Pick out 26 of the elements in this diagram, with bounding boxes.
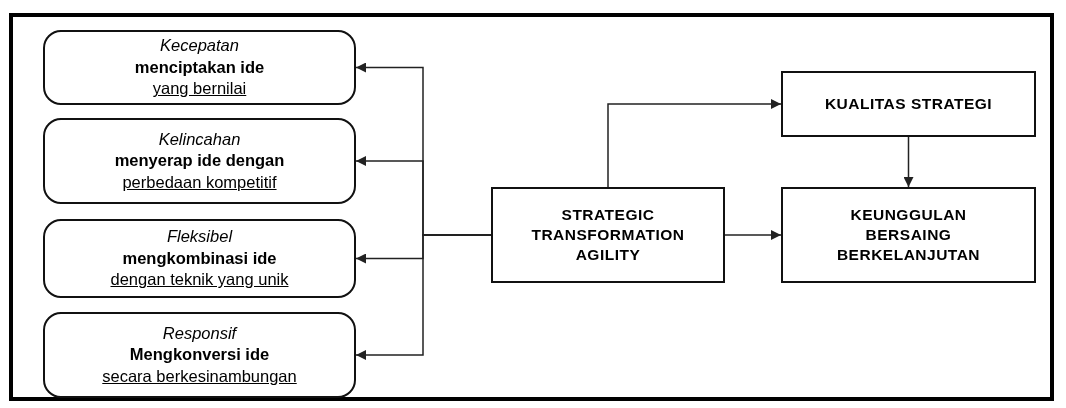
concept-label: KEUNGGULAN BERSAING BERKELANJUTAN: [835, 204, 982, 266]
attribute-action: menciptakan ide: [134, 56, 265, 78]
attribute-detail: perbedaan kompetitif: [122, 171, 277, 193]
attribute-heading: Fleksibel: [166, 226, 233, 248]
attribute-detail: dengan teknik yang unik: [110, 269, 289, 291]
concept-box: [781, 187, 1036, 283]
attribute-action: mengkombinasi ide: [122, 247, 277, 269]
attribute-heading: Kelincahan: [158, 128, 241, 150]
arrow: [355, 234, 492, 360]
attribute-box: [43, 30, 356, 105]
attribute-box: [43, 219, 356, 298]
concept-box: [491, 187, 725, 283]
arrow: [903, 136, 914, 188]
attribute-heading: Responsif: [162, 322, 237, 344]
attribute-detail: yang bernilai: [152, 78, 247, 100]
concept-label: KUALITAS STRATEGI: [824, 93, 993, 114]
attribute-action: Mengkonversi ide: [129, 344, 270, 366]
attribute-heading: Kecepatan: [160, 35, 239, 57]
arrow: [607, 99, 782, 188]
attribute-box: [43, 118, 356, 204]
concept-box: [781, 71, 1036, 137]
arrow: [724, 230, 782, 240]
attribute-box: [43, 312, 356, 398]
attribute-detail: secara berkesinambungan: [102, 365, 297, 387]
attribute-action: menyerap ide dengan: [114, 150, 285, 172]
concept-label: STRATEGIC TRANSFORMATION AGILITY: [530, 204, 686, 266]
